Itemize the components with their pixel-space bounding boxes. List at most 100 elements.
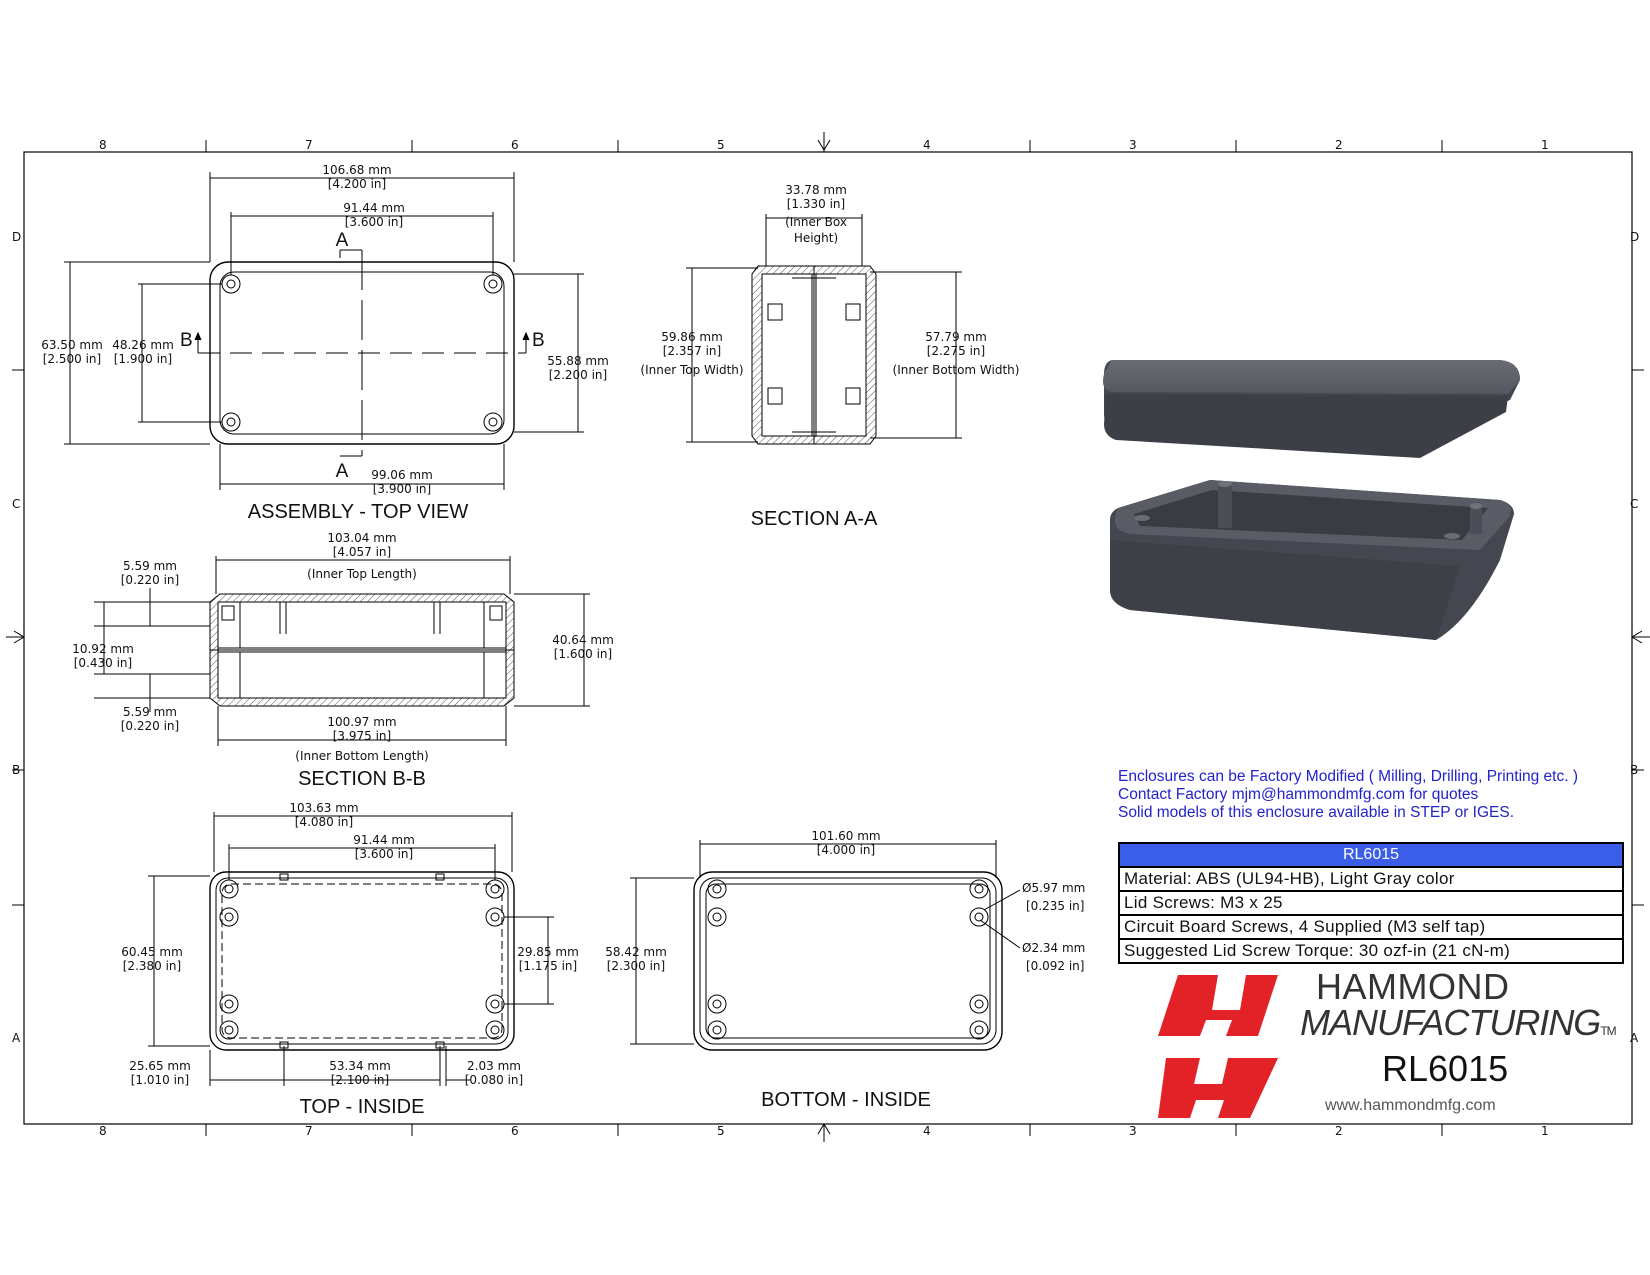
svg-text:[0.220 in]: [0.220 in] [121, 573, 179, 587]
svg-text:33.78 mm: 33.78 mm [785, 183, 847, 197]
svg-text:(Inner Top Length): (Inner Top Length) [307, 567, 417, 581]
svg-text:[0.092 in]: [0.092 in] [1026, 959, 1084, 973]
spec-table: RL6015 Material: ABS (UL94-HB), Light Gr… [1118, 842, 1624, 964]
svg-text:58.42 mm: 58.42 mm [605, 945, 667, 959]
drawing-frame [6, 132, 1650, 1142]
svg-text:6: 6 [511, 138, 519, 152]
svg-text:Height): Height) [794, 231, 838, 245]
svg-text:A: A [336, 230, 349, 251]
svg-text:8: 8 [99, 1124, 107, 1138]
svg-text:[1.600 in]: [1.600 in] [554, 647, 612, 661]
svg-text:7: 7 [305, 138, 313, 152]
svg-text:103.04 mm: 103.04 mm [327, 531, 396, 545]
svg-text:Ø5.97 mm: Ø5.97 mm [1022, 881, 1085, 895]
svg-text:[2.275 in]: [2.275 in] [927, 344, 985, 358]
svg-text:99.06 mm: 99.06 mm [371, 468, 433, 482]
spec-table-header: RL6015 [1120, 844, 1622, 868]
svg-text:[2.500 in]: [2.500 in] [43, 352, 101, 366]
brand-subtitle-text: MANUFACTURING [1300, 1002, 1601, 1043]
svg-text:55.88 mm: 55.88 mm [547, 354, 609, 368]
svg-text:[4.000 in]: [4.000 in] [817, 843, 875, 857]
svg-text:63.50 mm: 63.50 mm [41, 338, 103, 352]
spec-row-torque: Suggested Lid Screw Torque: 30 ozf-in (2… [1124, 941, 1511, 960]
svg-text:5: 5 [717, 1124, 725, 1138]
svg-text:1: 1 [1541, 1124, 1549, 1138]
svg-text:25.65 mm: 25.65 mm [129, 1059, 191, 1073]
svg-text:2: 2 [1335, 1124, 1343, 1138]
assembly-top-view-labels: 106.68 mm [4.200 in] 91.44 mm [3.600 in]… [41, 163, 609, 523]
svg-text:[4.057 in]: [4.057 in] [333, 545, 391, 559]
svg-text:[0.235 in]: [0.235 in] [1026, 899, 1084, 913]
svg-text:91.44 mm: 91.44 mm [353, 833, 415, 847]
svg-text:8: 8 [99, 138, 107, 152]
svg-text:A: A [1630, 1031, 1639, 1045]
factory-notes: Enclosures can be Factory Modified ( Mil… [1118, 768, 1578, 822]
svg-text:29.85 mm: 29.85 mm [517, 945, 579, 959]
model-number: RL6015 [1382, 1048, 1509, 1089]
svg-text:A: A [12, 1031, 21, 1045]
note-line: Enclosures can be Factory Modified ( Mil… [1118, 768, 1579, 785]
svg-text:91.44 mm: 91.44 mm [343, 201, 405, 215]
svg-text:B: B [12, 763, 20, 777]
svg-text:2: 2 [1335, 138, 1343, 152]
bottom-inside-view [630, 840, 1021, 1051]
svg-text:5: 5 [717, 138, 725, 152]
svg-text:[1.175 in]: [1.175 in] [519, 959, 577, 973]
spec-row-material: Material: ABS (UL94-HB), Light Gray colo… [1120, 868, 1622, 892]
svg-text:ASSEMBLY - TOP VIEW: ASSEMBLY - TOP VIEW [248, 501, 469, 523]
svg-text:53.34 mm: 53.34 mm [329, 1059, 391, 1073]
svg-text:A: A [336, 461, 349, 482]
svg-text:[2.380 in]: [2.380 in] [123, 959, 181, 973]
svg-text:[2.357 in]: [2.357 in] [663, 344, 721, 358]
svg-text:4: 4 [923, 138, 931, 152]
svg-text:[3.975 in]: [3.975 in] [333, 729, 391, 743]
svg-text:SECTION A-A: SECTION A-A [751, 508, 878, 530]
bottom-inside-labels: 101.60 mm [4.000 in] 58.42 mm [2.300 in]… [605, 829, 1085, 1111]
trademark: TM [1600, 1024, 1616, 1038]
brand-subtitle: MANUFACTURINGTM [1300, 1002, 1617, 1044]
svg-text:D: D [12, 230, 21, 244]
spec-row-board-screws: Circuit Board Screws, 4 Supplied (M3 sel… [1120, 916, 1622, 940]
svg-text:7: 7 [305, 1124, 313, 1138]
svg-text:59.86 mm: 59.86 mm [661, 330, 723, 344]
note-line: Contact Factory mjm@hammondmfg.com for q… [1118, 786, 1479, 803]
note-line: Solid models of this enclosure available… [1118, 804, 1515, 821]
top-inside-view [148, 812, 554, 1086]
svg-text:103.63 mm: 103.63 mm [289, 801, 358, 815]
svg-text:2.03 mm: 2.03 mm [467, 1059, 521, 1073]
svg-text:[2.200 in]: [2.200 in] [549, 368, 607, 382]
website: www.hammondmfg.com [1325, 1097, 1496, 1114]
svg-text:B: B [180, 330, 193, 351]
svg-text:(Inner Box: (Inner Box [785, 215, 847, 229]
svg-text:[2.100 in]: [2.100 in] [331, 1073, 389, 1087]
svg-text:1: 1 [1541, 138, 1549, 152]
svg-text:[3.600 in]: [3.600 in] [355, 847, 413, 861]
svg-text:60.45 mm: 60.45 mm [121, 945, 183, 959]
svg-text:4: 4 [923, 1124, 931, 1138]
svg-text:3: 3 [1129, 1124, 1137, 1138]
svg-text:[1.010 in]: [1.010 in] [131, 1073, 189, 1087]
svg-text:BOTTOM - INSIDE: BOTTOM - INSIDE [761, 1089, 931, 1111]
svg-text:TOP - INSIDE: TOP - INSIDE [300, 1096, 425, 1118]
base-render [1110, 480, 1514, 640]
svg-text:SECTION B-B: SECTION B-B [298, 768, 426, 790]
svg-text:[0.430 in]: [0.430 in] [74, 656, 132, 670]
svg-text:101.60 mm: 101.60 mm [811, 829, 880, 843]
svg-text:10.92 mm: 10.92 mm [72, 642, 134, 656]
svg-text:[0.220 in]: [0.220 in] [121, 719, 179, 733]
brand-name: HAMMOND [1316, 966, 1510, 1007]
svg-text:[4.080 in]: [4.080 in] [295, 815, 353, 829]
svg-text:[3.900 in]: [3.900 in] [373, 482, 431, 496]
svg-text:C: C [1630, 497, 1638, 511]
svg-text:[2.300 in]: [2.300 in] [607, 959, 665, 973]
svg-text:B: B [532, 330, 545, 351]
enclosure-3d-render [1103, 360, 1520, 640]
svg-text:[3.600 in]: [3.600 in] [345, 215, 403, 229]
svg-text:[1.330 in]: [1.330 in] [787, 197, 845, 211]
section-bb-view [94, 556, 590, 746]
svg-text:(Inner Bottom Width): (Inner Bottom Width) [893, 363, 1020, 377]
top-inside-labels: 103.63 mm [4.080 in] 91.44 mm [3.600 in]… [121, 801, 579, 1118]
svg-text:(Inner Bottom Length): (Inner Bottom Length) [295, 749, 428, 763]
svg-text:5.59 mm: 5.59 mm [123, 559, 177, 573]
